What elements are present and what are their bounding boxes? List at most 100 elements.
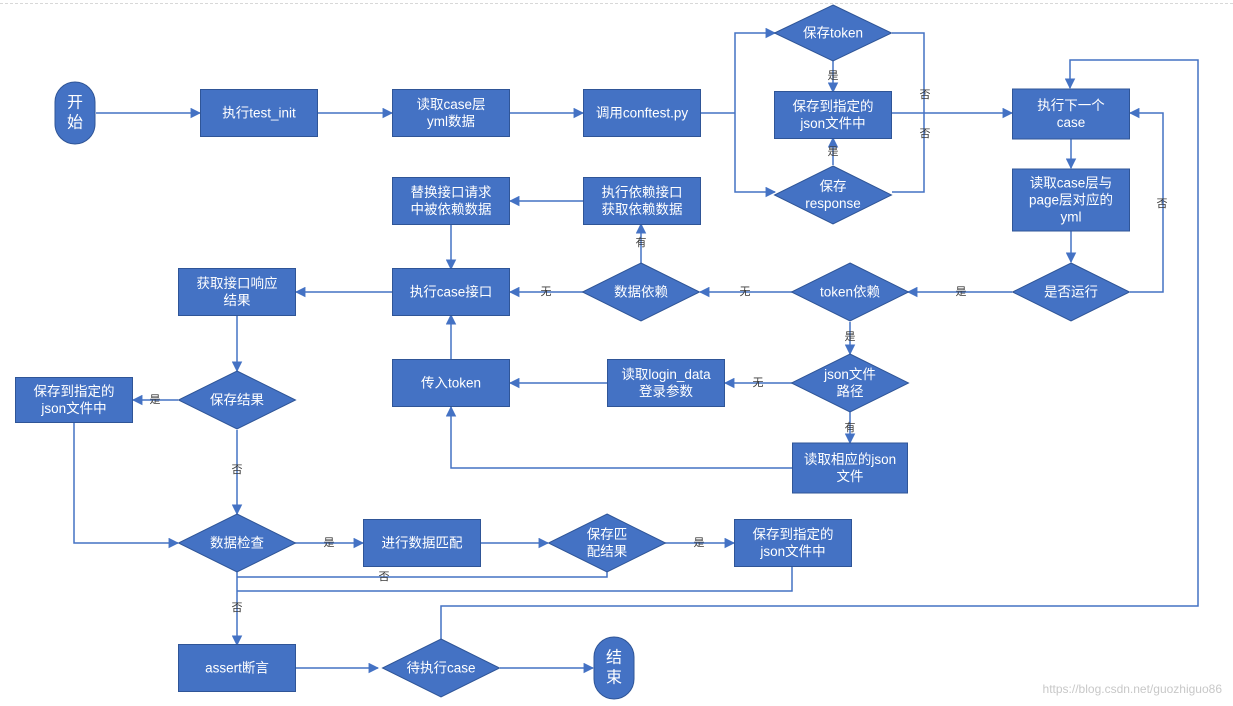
label-token-dep-yes: 是 (845, 330, 856, 343)
label-save-match-no: 否 (379, 571, 390, 583)
node-shape-exec-test-init (200, 89, 318, 137)
node-shape-read-case-yml (392, 89, 510, 137)
node-pass-token: 传入token (392, 359, 510, 407)
node-label-end-line-1: 结 (606, 649, 622, 667)
node-label-save-json-right-line-1: 保存到指定的 (753, 527, 834, 542)
label-save-response-yes: 是 (828, 145, 839, 158)
node-data-dep: 数据依赖 (581, 262, 701, 322)
node-label-get-response-line-2: 结果 (224, 293, 251, 308)
node-label-exec-dep-api-line-2: 获取依赖数据 (602, 202, 683, 217)
watermark: https://blog.csdn.net/guozhiguo86 (1043, 682, 1223, 696)
node-shape-save-json-right (734, 519, 852, 567)
node-label-data-match-line-1: 进行数据匹配 (382, 536, 463, 551)
node-read-case-yml: 读取case层 yml数据 (392, 89, 510, 137)
node-save-json-right: 保存到指定的 json文件中 (734, 519, 852, 567)
node-shape-replace-request (392, 177, 510, 225)
node-label-read-case-yml-line-1: 读取case层 (416, 97, 485, 112)
node-label-read-case-yml-line-2: yml数据 (427, 114, 475, 129)
node-label-read-json-line-1: 读取相应的json (804, 451, 896, 467)
edge-conftest-to-save-token (734, 27, 777, 113)
node-label-json-path-line-2: 路径 (837, 384, 864, 399)
node-label-save-json-top-line-1: 保存到指定的 (793, 99, 874, 114)
node-label-replace-request-line-2: 中被依赖数据 (411, 202, 492, 217)
node-shape-assert (178, 644, 296, 692)
node-shape-pass-token (392, 359, 510, 407)
label-is-run-yes: 是 (956, 285, 967, 298)
node-label-save-json-left-line-2: json文件中 (40, 401, 106, 416)
node-shape-read-case-page-yml (1012, 168, 1130, 232)
label-save-token-no: 否 (920, 89, 931, 101)
node-label-exec-next-case-line-2: case (1057, 115, 1086, 130)
node-label-save-token-line-1: 保存token (803, 26, 863, 41)
node-shape-token-dep (790, 262, 910, 322)
label-save-result-yes: 是 (150, 393, 161, 406)
node-shape-pending-case (381, 638, 501, 698)
node-call-conftest: 调用conftest.py (583, 89, 701, 137)
node-shape-save-json-top (774, 91, 892, 139)
edge-pending-loop-back (440, 59, 1199, 640)
node-shape-exec-next-case (1012, 88, 1130, 140)
edge-right-json-return (237, 567, 793, 592)
node-label-exec-next-case-line-1: 执行下一个 (1037, 98, 1105, 113)
node-shape-end (593, 636, 635, 700)
node-label-replace-request-line-1: 替换接口请求 (411, 184, 492, 200)
node-exec-case-api: 执行case接口 (392, 268, 510, 316)
node-label-save-json-left-line-1: 保存到指定的 (34, 384, 115, 399)
edge-save-token-no (892, 32, 925, 113)
edge-is-run-no-loop (1128, 107, 1164, 293)
node-shape-is-run (1011, 262, 1131, 322)
node-label-exec-dep-api-line-1: 执行依赖接口 (602, 184, 683, 200)
node-assert: assert断言 (178, 644, 296, 692)
node-data-match: 进行数据匹配 (363, 519, 481, 567)
node-shape-save-json-left (15, 377, 133, 423)
node-label-save-result-line-1: 保存结果 (210, 393, 264, 408)
edge-left-json-to-check (73, 423, 180, 549)
label-save-match-yes: 是 (694, 536, 705, 549)
node-label-data-check-line-1: 数据检查 (210, 536, 264, 551)
label-json-path-none: 无 (753, 377, 764, 389)
node-label-read-login-line-1: 读取login_data (621, 367, 711, 382)
node-label-call-conftest-line-1: 调用conftest.py (596, 106, 689, 121)
node-label-save-json-top-line-2: json文件中 (799, 116, 865, 131)
node-label-is-run-line-1: 是否运行 (1044, 285, 1098, 300)
flowchart-edges (73, 27, 1199, 674)
node-shape-data-match (363, 519, 481, 567)
node-label-read-case-page-yml-line-2: page层对应的 (1029, 192, 1113, 208)
node-shape-json-path (790, 353, 910, 413)
node-label-save-response-line-1: 保存 (820, 179, 847, 194)
node-start: 开始 (54, 81, 96, 145)
node-end: 结束 (593, 636, 635, 700)
node-shape-read-login (607, 359, 725, 407)
label-data-dep-has: 有 (636, 235, 647, 249)
edge-labels: 是 是 否 否 否 是 无 无 有 是 无 有 是 否 是 是 否 否 (150, 69, 1168, 614)
label-data-dep-none: 无 (541, 286, 552, 298)
node-shape-call-conftest (583, 89, 701, 137)
node-save-json-top: 保存到指定的 json文件中 (774, 91, 892, 139)
edge-conftest-to-save-response (734, 113, 777, 198)
node-shape-save-token (773, 4, 893, 62)
node-shape-exec-case-api (392, 268, 510, 316)
node-label-save-json-right-line-2: json文件中 (759, 544, 825, 559)
label-check-yes: 是 (324, 536, 335, 549)
top-dashed-border (0, 3, 1233, 4)
node-shape-read-json (792, 442, 908, 494)
node-is-run: 是否运行 (1011, 262, 1131, 322)
edge-read-json-to-pass-token (445, 405, 793, 469)
label-check-no: 否 (232, 602, 243, 614)
node-shape-get-response (178, 268, 296, 316)
node-label-json-path-line-1: json文件 (823, 367, 876, 382)
node-token-dep: token依赖 (790, 262, 910, 322)
edge-save-match-no (237, 571, 608, 578)
node-label-token-dep-line-1: token依赖 (820, 285, 881, 300)
node-shape-save-result (177, 370, 297, 430)
node-label-read-login-line-2: 登录参数 (639, 383, 693, 399)
label-save-result-no: 否 (232, 464, 243, 476)
label-json-path-has: 有 (845, 420, 856, 434)
